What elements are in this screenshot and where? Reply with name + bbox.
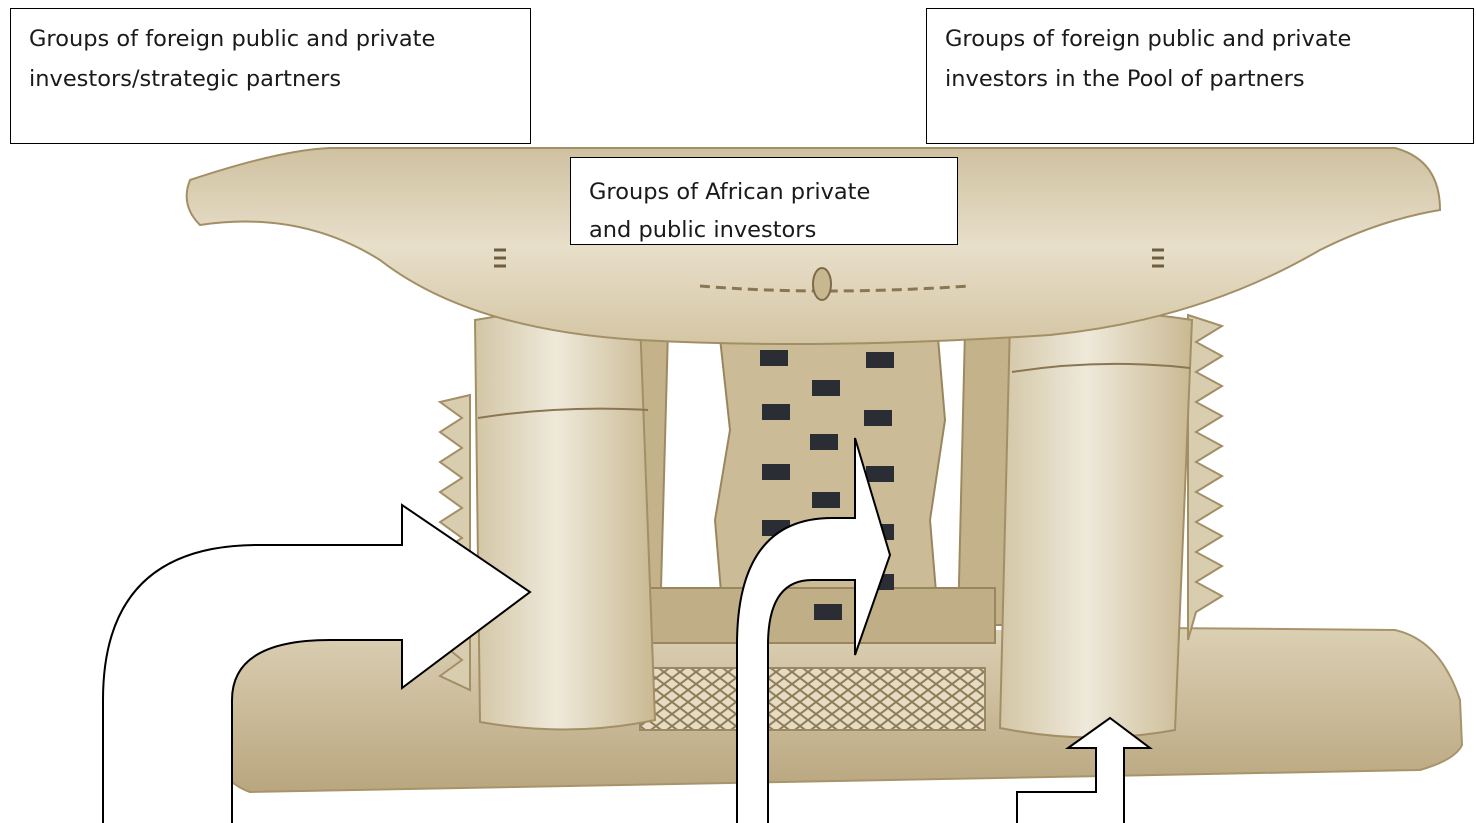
- label-african-line2: and public investors: [589, 211, 937, 245]
- label-foreign-strategic-line2: investors/strategic partners: [29, 59, 510, 99]
- label-foreign-pool-line2: investors in the Pool of partners: [945, 59, 1453, 99]
- stool-pillar-left: [475, 313, 655, 730]
- stool-inner-column-right: [958, 330, 1010, 625]
- label-foreign-pool-partners: Groups of foreign public and private inv…: [926, 8, 1474, 144]
- stool-pillar-right: [1000, 313, 1192, 738]
- label-foreign-strategic-partners: Groups of foreign public and private inv…: [10, 8, 531, 144]
- label-african-line1: Groups of African private: [589, 173, 937, 211]
- stool-lattice: [640, 668, 985, 730]
- label-foreign-strategic-line1: Groups of foreign public and private: [29, 19, 510, 59]
- label-foreign-pool-line1: Groups of foreign public and private: [945, 19, 1453, 59]
- label-african-investors: Groups of African private and public inv…: [570, 157, 958, 245]
- stool-teeth-right: [1188, 315, 1222, 640]
